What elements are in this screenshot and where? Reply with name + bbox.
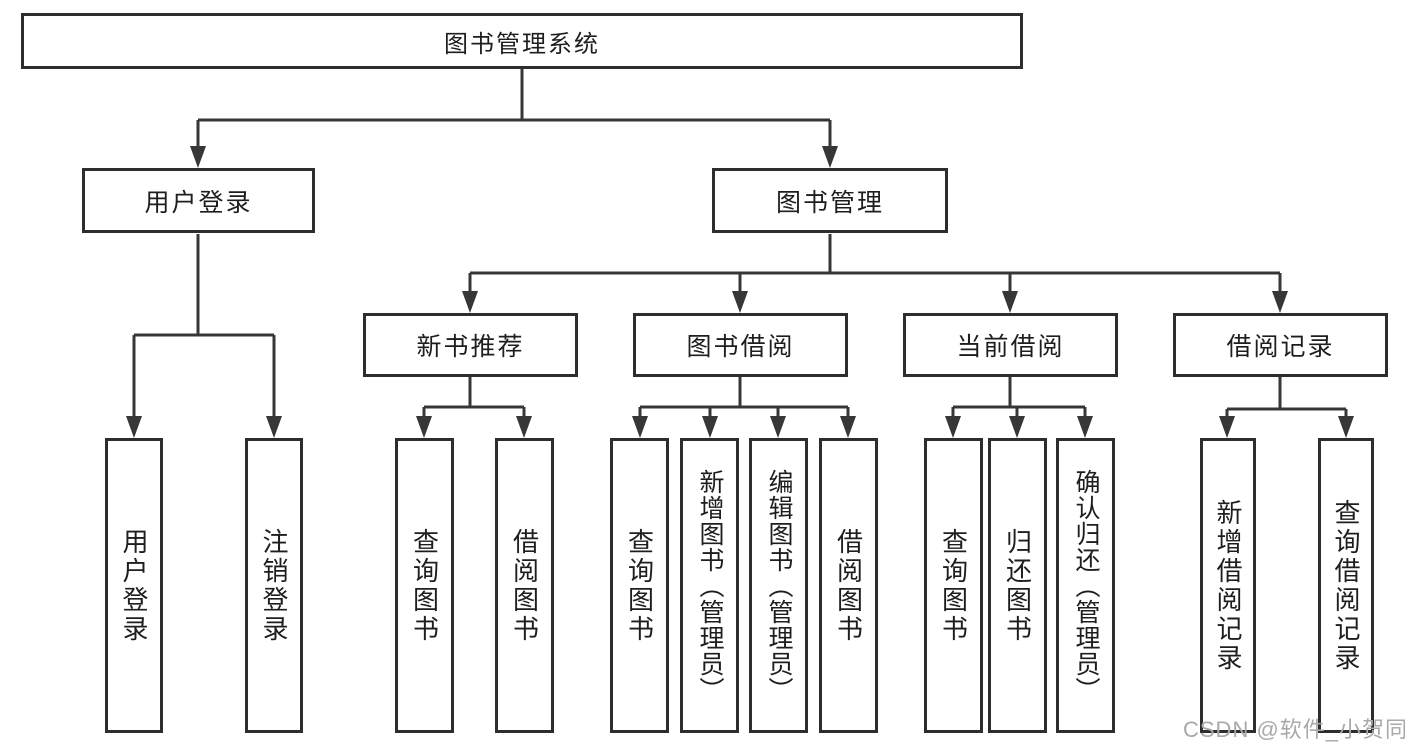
node-library-management-system: 图书管理系统 xyxy=(21,13,1023,69)
leaf-borrow-books-borrowing: 借阅图书 xyxy=(819,438,878,733)
leaf-return-books: 归还图书 xyxy=(988,438,1047,733)
leaf-add-borrow-record: 新增借阅记录 xyxy=(1200,438,1256,733)
leaf-add-books-admin: 新增图书（管理员） xyxy=(680,438,739,733)
node-book-management: 图书管理 xyxy=(712,168,948,233)
node-book-borrowing: 图书借阅 xyxy=(633,313,848,377)
leaf-borrow-books-recommend: 借阅图书 xyxy=(495,438,554,733)
arrowheads xyxy=(126,146,1354,438)
leaf-query-books-recommend: 查询图书 xyxy=(395,438,454,733)
leaf-query-borrow-record: 查询借阅记录 xyxy=(1318,438,1374,733)
node-new-book-recommend: 新书推荐 xyxy=(363,313,578,377)
leaf-logout-login: 注销登录 xyxy=(245,438,303,733)
node-current-borrowing: 当前借阅 xyxy=(903,313,1118,377)
node-borrowing-records: 借阅记录 xyxy=(1173,313,1388,377)
leaf-query-books-borrowing: 查询图书 xyxy=(610,438,669,733)
leaf-user-login: 用户登录 xyxy=(105,438,163,733)
csdn-watermark: CSDN @软件_小贺同学 xyxy=(1183,717,1405,742)
tree-edges xyxy=(132,68,1348,418)
leaf-confirm-return-admin: 确认归还（管理员） xyxy=(1056,438,1115,733)
node-user-login: 用户登录 xyxy=(82,168,315,233)
leaf-query-books-current: 查询图书 xyxy=(924,438,983,733)
leaf-edit-books-admin: 编辑图书（管理员） xyxy=(749,438,808,733)
